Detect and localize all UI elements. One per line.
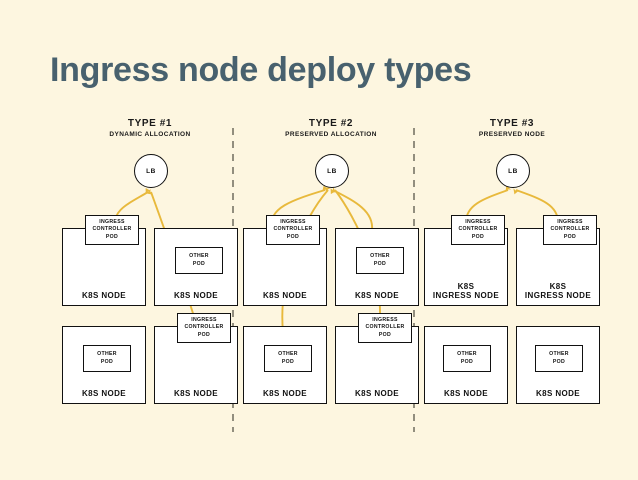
- column-title: TYPE #2: [308, 118, 354, 129]
- pod-label-line2: CONTROLLER: [92, 226, 132, 233]
- node-label: K8S NODE: [81, 388, 127, 398]
- node-label: K8S NODE: [354, 388, 400, 398]
- other-pod[interactable]: OTHER POD: [443, 345, 491, 372]
- node-label: K8S INGRESS NODE: [517, 282, 599, 300]
- load-balancer-type-2[interactable]: LB: [315, 154, 349, 188]
- other-pod[interactable]: OTHER POD: [175, 247, 223, 274]
- column-subtitle: DYNAMIC ALLOCATION: [109, 131, 191, 138]
- ingress-controller-pod[interactable]: INGRESS CONTROLLER POD: [266, 215, 320, 245]
- ingress-controller-pod[interactable]: INGRESS CONTROLLER POD: [85, 215, 139, 245]
- node-type3-bottom-left[interactable]: OTHER POD K8S NODE: [424, 326, 508, 404]
- pod-label-line2: POD: [373, 260, 387, 267]
- column-header-type-2: TYPE #2 PRESERVED ALLOCATION: [243, 118, 419, 138]
- ingress-controller-pod[interactable]: INGRESS CONTROLLER POD: [358, 313, 412, 343]
- node-type3-top-left[interactable]: INGRESS CONTROLLER POD K8S INGRESS NODE: [424, 215, 508, 306]
- node-label: K8S NODE: [535, 388, 581, 398]
- pod-label-line1: INGRESS: [280, 219, 306, 226]
- node-label-line2: INGRESS NODE: [524, 290, 592, 300]
- node-label: K8S NODE: [354, 290, 400, 300]
- column-subtitle: PRESERVED NODE: [478, 131, 546, 138]
- node-type1-bottom-left[interactable]: OTHER POD K8S NODE: [62, 326, 146, 404]
- column-header-type-1: TYPE #1 DYNAMIC ALLOCATION: [62, 118, 238, 138]
- other-pod[interactable]: OTHER POD: [264, 345, 312, 372]
- pod-label-line1: OTHER: [97, 351, 117, 358]
- pod-label-line2: POD: [460, 358, 474, 365]
- node-type1-bottom-right[interactable]: INGRESS CONTROLLER POD K8S NODE: [154, 313, 238, 404]
- node-label: K8S NODE: [173, 388, 219, 398]
- pod-label-line2: CONTROLLER: [458, 226, 498, 233]
- pod-label-line1: OTHER: [189, 253, 209, 260]
- node-type2-bottom-right[interactable]: INGRESS CONTROLLER POD K8S NODE: [335, 313, 419, 404]
- ingress-controller-pod[interactable]: INGRESS CONTROLLER POD: [177, 313, 231, 343]
- pod-label-line2: CONTROLLER: [550, 226, 590, 233]
- load-balancer-label: LB: [146, 167, 156, 175]
- pod-label-line2: POD: [552, 358, 566, 365]
- page-title: Ingress node deploy types: [50, 51, 472, 89]
- node-type2-top-left[interactable]: INGRESS CONTROLLER POD K8S NODE: [243, 215, 327, 306]
- pod-label-line1: OTHER: [549, 351, 569, 358]
- column-header-type-3: TYPE #3 PRESERVED NODE: [424, 118, 600, 138]
- load-balancer-label: LB: [327, 167, 337, 175]
- column-title: TYPE #1: [127, 118, 173, 129]
- pod-label-line1: INGRESS: [465, 219, 491, 226]
- node-label-line1: K8S: [549, 281, 567, 291]
- pod-label-line2: POD: [192, 260, 206, 267]
- node-label: K8S INGRESS NODE: [425, 282, 507, 300]
- pod-label-line3: POD: [471, 233, 485, 240]
- node-type1-top-right[interactable]: OTHER POD K8S NODE: [154, 228, 238, 306]
- pod-label-line1: INGRESS: [191, 317, 217, 324]
- pod-label-line1: OTHER: [457, 351, 477, 358]
- load-balancer-type-3[interactable]: LB: [496, 154, 530, 188]
- ingress-controller-pod[interactable]: INGRESS CONTROLLER POD: [451, 215, 505, 245]
- pod-label-line2: CONTROLLER: [365, 324, 405, 331]
- node-label: K8S NODE: [262, 388, 308, 398]
- load-balancer-label: LB: [508, 167, 518, 175]
- ingress-controller-pod[interactable]: INGRESS CONTROLLER POD: [543, 215, 597, 245]
- node-type2-top-right[interactable]: OTHER POD K8S NODE: [335, 228, 419, 306]
- pod-label-line1: OTHER: [370, 253, 390, 260]
- node-label-line2: INGRESS NODE: [432, 290, 500, 300]
- node-label: K8S NODE: [443, 388, 489, 398]
- deployment-diagram: TYPE #1 DYNAMIC ALLOCATION LB INGRESS CO…: [0, 118, 638, 448]
- pod-label-line3: POD: [286, 233, 300, 240]
- column-subtitle: PRESERVED ALLOCATION: [285, 131, 377, 138]
- pod-label-line2: POD: [281, 358, 295, 365]
- pod-label-line3: POD: [105, 233, 119, 240]
- column-type-1: TYPE #1 DYNAMIC ALLOCATION LB INGRESS CO…: [62, 118, 238, 448]
- node-label: K8S NODE: [81, 290, 127, 300]
- pod-label-line1: INGRESS: [99, 219, 125, 226]
- pod-label-line1: INGRESS: [372, 317, 398, 324]
- pod-label-line1: INGRESS: [557, 219, 583, 226]
- node-type3-bottom-right[interactable]: OTHER POD K8S NODE: [516, 326, 600, 404]
- column-type-3: TYPE #3 PRESERVED NODE LB INGRESS CONTRO…: [424, 118, 600, 448]
- other-pod[interactable]: OTHER POD: [535, 345, 583, 372]
- pod-label-line2: POD: [100, 358, 114, 365]
- node-type2-bottom-left[interactable]: OTHER POD K8S NODE: [243, 326, 327, 404]
- pod-label-line3: POD: [378, 331, 392, 338]
- pod-label-line3: POD: [563, 233, 577, 240]
- pod-label-line2: CONTROLLER: [184, 324, 224, 331]
- column-type-2: TYPE #2 PRESERVED ALLOCATION LB INGRESS …: [243, 118, 419, 448]
- pod-label-line3: POD: [197, 331, 211, 338]
- other-pod[interactable]: OTHER POD: [356, 247, 404, 274]
- pod-label-line2: CONTROLLER: [273, 226, 313, 233]
- node-label-line1: K8S: [457, 281, 475, 291]
- node-label: K8S NODE: [173, 290, 219, 300]
- node-label: K8S NODE: [262, 290, 308, 300]
- node-type1-top-left[interactable]: INGRESS CONTROLLER POD K8S NODE: [62, 215, 146, 306]
- node-type3-top-right[interactable]: INGRESS CONTROLLER POD K8S INGRESS NODE: [516, 215, 600, 306]
- column-title: TYPE #3: [489, 118, 535, 129]
- load-balancer-type-1[interactable]: LB: [134, 154, 168, 188]
- other-pod[interactable]: OTHER POD: [83, 345, 131, 372]
- pod-label-line1: OTHER: [278, 351, 298, 358]
